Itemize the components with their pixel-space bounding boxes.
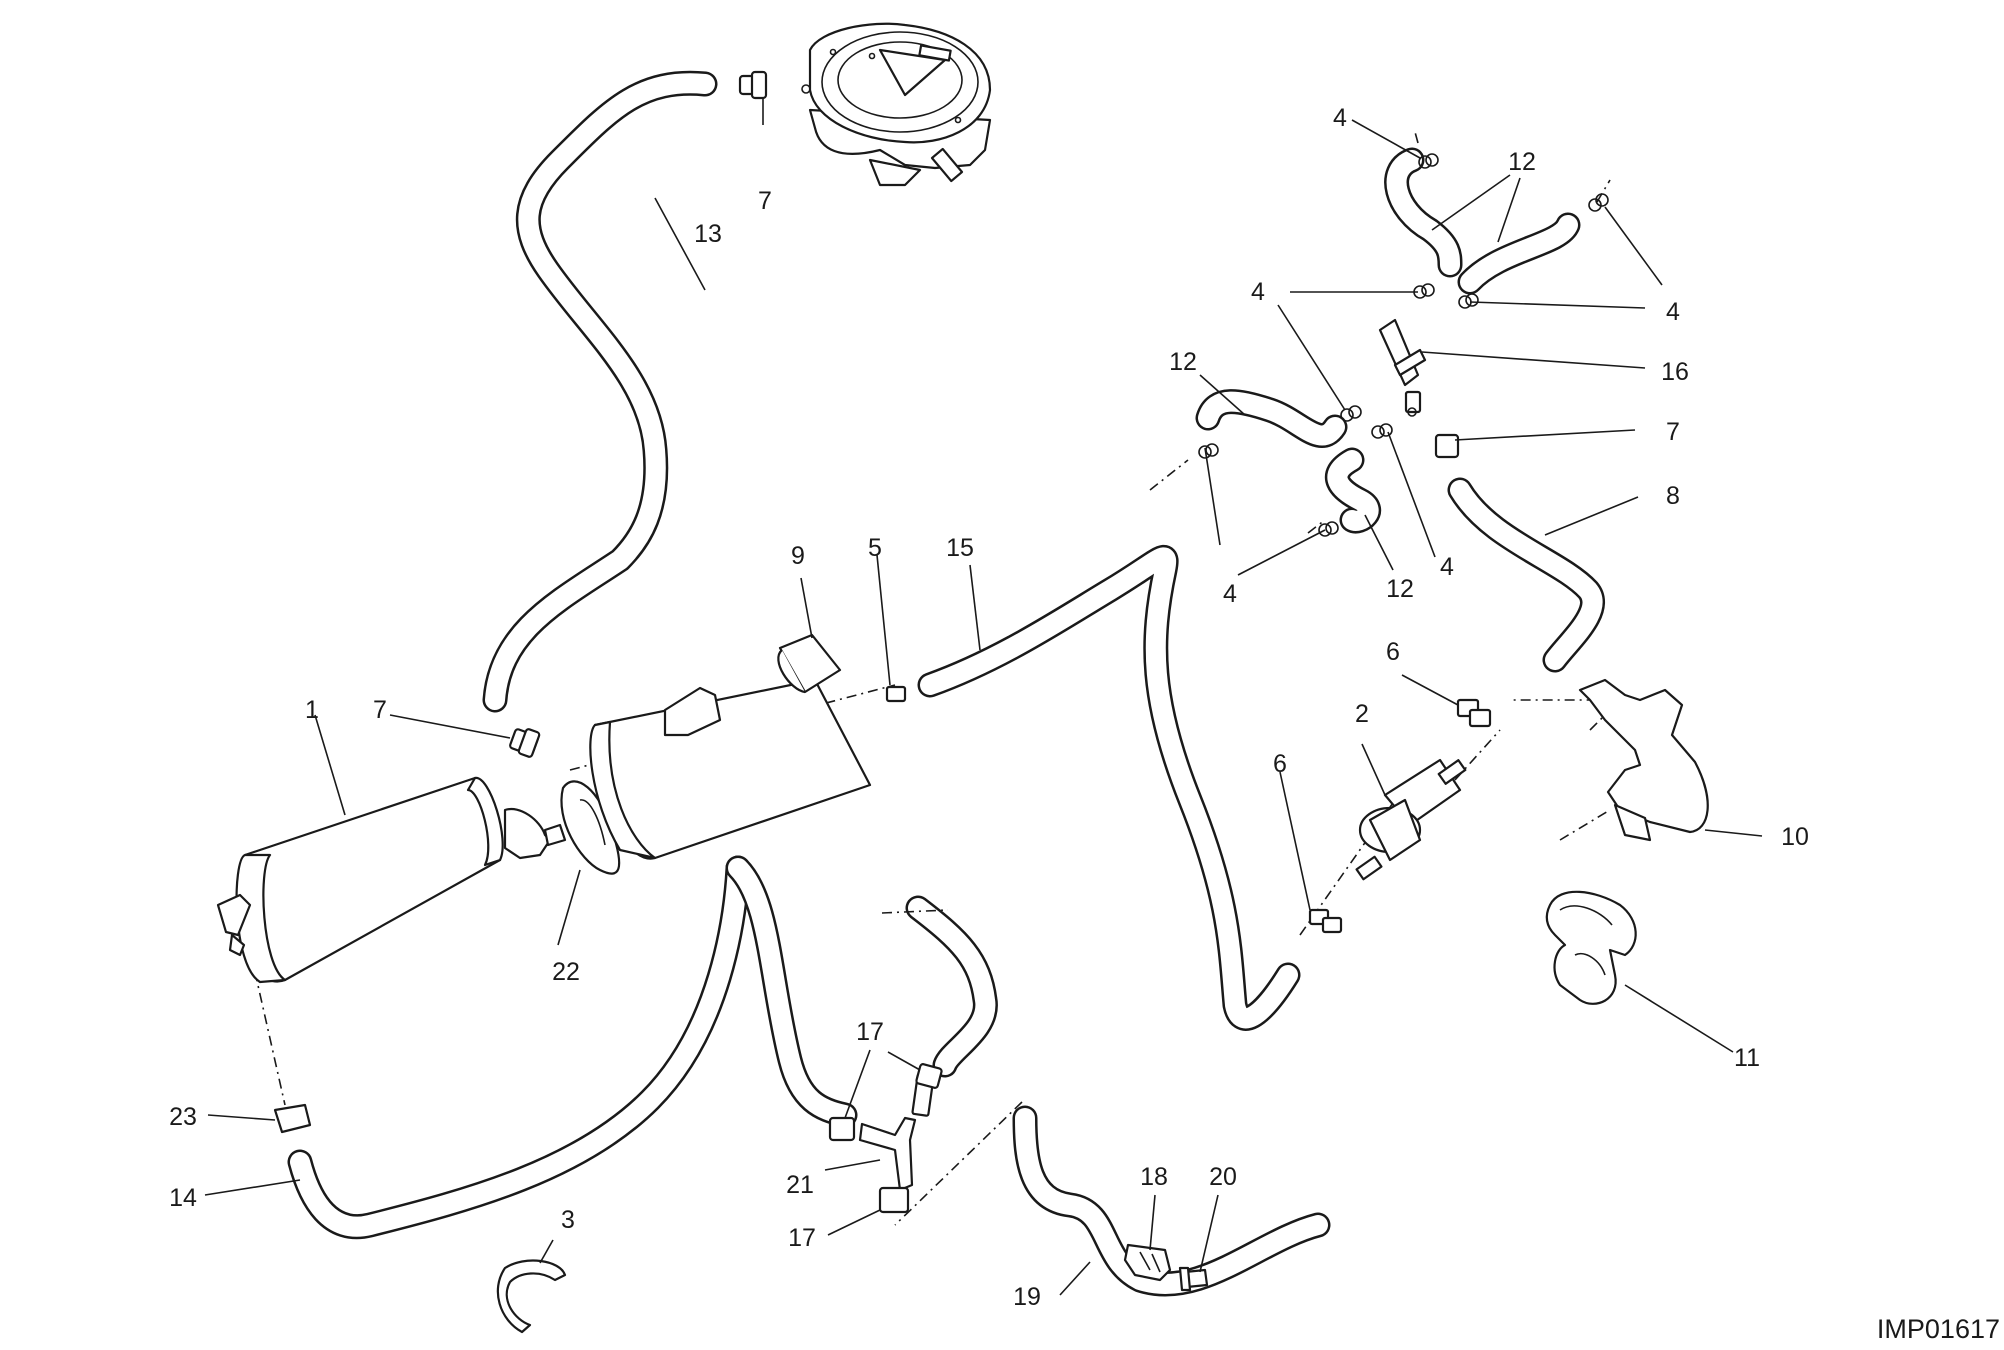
callout-9: 9	[791, 542, 805, 570]
bracket-11	[1545, 890, 1637, 1005]
hose-stub-upper	[905, 895, 998, 1078]
clamp-7-top	[738, 70, 768, 100]
callout-17-top: 17	[856, 1018, 884, 1046]
callout-17-bottom: 17	[788, 1224, 816, 1252]
callout-4-right-top: 4	[1666, 298, 1680, 326]
callout-16: 16	[1661, 358, 1689, 386]
callout-5: 5	[868, 534, 882, 562]
clamp-5	[885, 685, 907, 703]
callout-6-lower: 6	[1273, 750, 1287, 778]
callout-7-tee: 7	[1666, 418, 1680, 446]
callout-labels: 1 2 3 4 4 4 4 4 5 6 6 7 7 7 8 9 10 11 12…	[169, 104, 1809, 1311]
callout-19: 19	[1013, 1283, 1041, 1311]
hose-15	[917, 545, 1301, 1031]
hose-12-mid	[1325, 447, 1381, 534]
clamp-17-bottom	[878, 1186, 910, 1214]
callout-23: 23	[169, 1103, 197, 1131]
charcoal-canister	[216, 776, 567, 984]
callout-20: 20	[1209, 1163, 1237, 1191]
callout-7-canister: 7	[373, 696, 387, 724]
clip-18	[1123, 1243, 1172, 1282]
clamp-7-canister	[509, 728, 541, 758]
callout-4-bottom-left: 4	[1223, 580, 1237, 608]
leader-lines	[204, 98, 1763, 1296]
callout-15: 15	[946, 534, 974, 562]
hose-19	[1012, 1105, 1331, 1297]
callout-2: 2	[1355, 700, 1369, 728]
callout-13: 13	[694, 220, 722, 248]
callout-7-top: 7	[758, 187, 772, 215]
clamp-23	[273, 1103, 312, 1134]
y-connector	[858, 1073, 935, 1192]
callout-10: 10	[1781, 823, 1809, 851]
callout-12-top: 12	[1508, 148, 1536, 176]
t-connector	[1378, 318, 1427, 417]
hose-8	[1447, 477, 1605, 673]
callout-6-upper: 6	[1386, 638, 1400, 666]
diagram-code: IMP01617	[1877, 1314, 2000, 1344]
bolt-20	[1178, 1266, 1209, 1292]
callout-4-left: 4	[1251, 278, 1265, 306]
solenoid-valve	[1355, 758, 1467, 881]
hose-14-branch	[725, 855, 858, 1128]
clamp-6-lower	[1308, 908, 1343, 934]
gasket	[560, 780, 621, 875]
callout-1: 1	[305, 696, 319, 724]
callout-8: 8	[1666, 482, 1680, 510]
callout-21: 21	[786, 1171, 814, 1199]
callout-4-bottom-right: 4	[1440, 553, 1454, 581]
clamp-7-tee	[1434, 433, 1460, 459]
callout-22: 22	[552, 958, 580, 986]
canister-bracket	[589, 633, 872, 860]
fuel-filler-cap	[801, 22, 992, 187]
bracket-10	[1578, 678, 1709, 842]
callout-3: 3	[561, 1206, 575, 1234]
callout-18: 18	[1140, 1163, 1168, 1191]
hose-13	[482, 70, 718, 713]
callout-14: 14	[169, 1184, 197, 1212]
callout-12-left: 12	[1169, 348, 1197, 376]
hose-14	[287, 855, 751, 1240]
hose-12-top-left	[1384, 147, 1463, 278]
callout-12-bottom: 12	[1386, 575, 1414, 603]
clip-3	[496, 1259, 567, 1334]
clamp-17-top	[915, 1063, 943, 1089]
callout-11: 11	[1734, 1044, 1760, 1072]
callout-4-top: 4	[1333, 104, 1347, 132]
hose-12-left	[1195, 389, 1348, 448]
clamp-6-upper	[1456, 698, 1492, 728]
hose-12-top-right	[1457, 212, 1581, 295]
clamp-17-left	[828, 1116, 856, 1142]
